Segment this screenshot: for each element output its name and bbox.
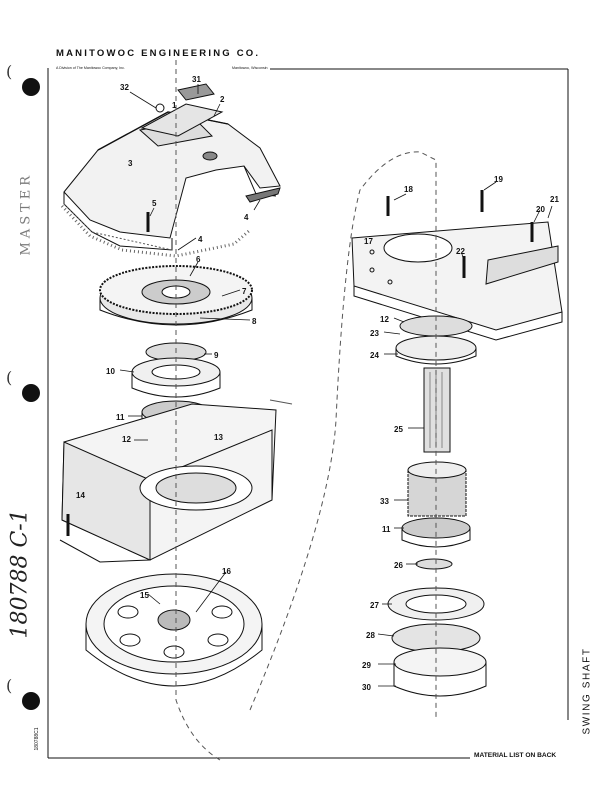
callout-number: 13 <box>214 433 223 442</box>
leader-line <box>195 571 227 613</box>
leader-line <box>253 199 261 211</box>
callout-number: 19 <box>494 175 503 184</box>
binder-hole-middle <box>22 384 40 402</box>
leader-line <box>393 317 405 323</box>
callout-number: 15 <box>140 591 149 600</box>
callout-number: 24 <box>370 351 379 360</box>
base-ring-part <box>85 573 263 687</box>
binder-hole-bottom <box>22 692 40 710</box>
callout-number: 11 <box>116 413 125 422</box>
callout-number: 26 <box>394 561 403 570</box>
division-line: A Division of The Manitowoc Company, Inc… <box>56 66 125 70</box>
callout-number: 22 <box>456 247 465 256</box>
leader-line <box>199 317 251 321</box>
callout-number: 14 <box>76 491 85 500</box>
callout-number: 11 <box>382 525 391 534</box>
material-note: MATERIAL LIST ON BACK <box>474 752 557 759</box>
callout-number: 30 <box>362 683 371 692</box>
paren-mark: ( <box>6 62 13 81</box>
leader-line <box>393 193 407 201</box>
callout-number: 9 <box>214 351 219 360</box>
leader-line <box>221 289 241 297</box>
leader-line <box>119 369 135 373</box>
callout-number: 18 <box>404 185 413 194</box>
callout-number: 12 <box>122 435 131 444</box>
callout-number: 23 <box>370 329 379 338</box>
callout-number: 20 <box>536 205 545 214</box>
callout-number: 25 <box>394 425 403 434</box>
callout-number: 8 <box>252 317 257 326</box>
paren-mark: ( <box>6 368 13 387</box>
bottom-housing-part <box>391 623 487 697</box>
binder-hole-top <box>22 78 40 96</box>
callout-number: 10 <box>106 367 115 376</box>
leader-line <box>213 103 221 117</box>
centerline <box>175 60 221 761</box>
leader-line <box>461 253 465 263</box>
leader-line <box>269 399 293 405</box>
lower-housing-part <box>59 403 277 563</box>
callout-number: 12 <box>380 315 389 324</box>
callout-number: 21 <box>550 195 559 204</box>
location-line: Manitowoc, Wisconsin <box>232 66 268 70</box>
gasket-strip-part <box>245 187 281 203</box>
callout-number: 4 <box>198 235 203 244</box>
callout-number: 7 <box>242 287 247 296</box>
callout-number: 31 <box>192 75 201 84</box>
leader-line <box>377 633 395 637</box>
leader-line <box>189 261 199 277</box>
callout-number: 28 <box>366 631 375 640</box>
leader-line <box>547 205 553 219</box>
washer-part <box>415 558 453 570</box>
callout-number: 2 <box>220 95 225 104</box>
paren-mark: ( <box>6 676 13 695</box>
callout-number: 29 <box>362 661 371 670</box>
swing-plate-part <box>351 221 563 341</box>
centerline <box>249 151 437 720</box>
callout-number: 27 <box>370 601 379 610</box>
callout-number: 4 <box>244 213 249 222</box>
leader-line <box>177 237 197 251</box>
company-name: MANITOWOC ENGINEERING CO. <box>56 48 261 59</box>
leader-line <box>383 331 401 335</box>
callout-number: 3 <box>128 159 133 168</box>
shaft-part <box>423 367 451 453</box>
leader-line <box>483 181 497 191</box>
callout-number: 5 <box>152 199 157 208</box>
callout-number: 32 <box>120 83 129 92</box>
pinion-part <box>407 461 467 517</box>
callout-number: 1 <box>172 101 177 110</box>
callout-number: 33 <box>380 497 389 506</box>
leader-line <box>149 207 155 217</box>
leader-line <box>147 593 161 605</box>
leader-line <box>533 209 541 223</box>
callout-number: 17 <box>364 237 373 246</box>
callout-number: 6 <box>196 255 201 264</box>
leader-line <box>129 91 157 109</box>
callout-number: 16 <box>222 567 231 576</box>
